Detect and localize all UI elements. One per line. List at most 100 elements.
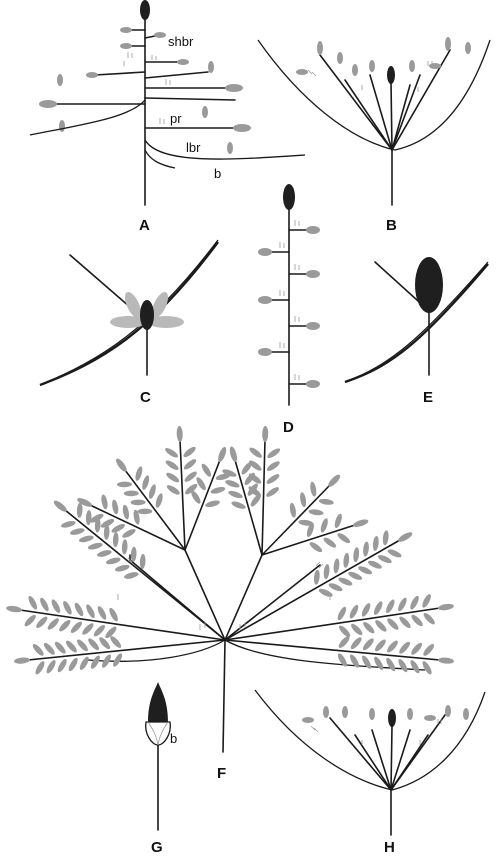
spikelet xyxy=(337,533,351,544)
spikelet xyxy=(338,625,351,637)
spikelet xyxy=(241,462,252,475)
spikelet xyxy=(82,623,94,635)
panel-label-g: G xyxy=(151,839,163,856)
spikelet xyxy=(375,620,387,632)
spikelet xyxy=(111,523,125,533)
label-pr: pr xyxy=(170,111,182,126)
spikelet xyxy=(57,658,67,673)
spikelet xyxy=(289,502,296,518)
spikelet xyxy=(387,640,398,653)
terminal-spikelet xyxy=(262,426,269,442)
terminal-spikelet xyxy=(438,657,454,664)
spikelet xyxy=(363,622,375,634)
spikelet xyxy=(350,637,362,650)
spikelet xyxy=(130,546,137,562)
panel-label-c: C xyxy=(140,389,151,406)
spikelet xyxy=(54,641,66,654)
spikelet xyxy=(423,613,435,625)
spikelet xyxy=(191,490,201,504)
spikelet xyxy=(210,486,226,494)
panel-label-f: F xyxy=(217,765,226,782)
spikelet xyxy=(386,657,396,672)
spikelet xyxy=(61,520,76,528)
spikelet xyxy=(338,577,353,586)
label-shbr: shbr xyxy=(168,34,194,49)
spikelet xyxy=(410,660,420,674)
spikelet xyxy=(411,642,422,655)
spikelet xyxy=(249,460,262,471)
spikelet xyxy=(65,640,77,653)
spikelet xyxy=(63,601,72,615)
terminal-spikelet xyxy=(176,426,183,442)
spikelet xyxy=(398,658,408,673)
spikelet xyxy=(367,560,382,569)
spikelet xyxy=(338,636,350,648)
label-lbr: lbr xyxy=(186,140,201,155)
spikelet xyxy=(183,459,197,470)
panel-e-drawing xyxy=(344,257,489,384)
spikelet xyxy=(411,614,423,627)
spikelet xyxy=(375,639,386,652)
terminal-spikelet xyxy=(77,498,92,507)
panel-label-e: E xyxy=(423,389,433,406)
spikelet xyxy=(117,481,132,488)
spikelet xyxy=(88,638,100,651)
spikelet xyxy=(76,502,83,518)
panel-f-drawing xyxy=(6,426,454,753)
spikelet xyxy=(320,518,328,533)
spikelet xyxy=(124,572,139,579)
spikelet xyxy=(137,508,153,515)
spikelet xyxy=(79,535,94,543)
spikelet xyxy=(337,606,347,621)
spikelet xyxy=(115,564,130,572)
spikelet xyxy=(244,472,255,486)
spikelet xyxy=(422,594,431,608)
spikelet xyxy=(349,604,359,619)
spikelet xyxy=(122,529,136,538)
spikelet xyxy=(121,539,128,555)
spikelet xyxy=(122,504,129,520)
spikelet xyxy=(97,550,112,557)
spikelet xyxy=(46,660,56,674)
spikelet xyxy=(386,599,395,614)
spikelet xyxy=(142,475,150,490)
spikelet xyxy=(399,641,410,654)
spikelet xyxy=(90,655,100,669)
panel-f-spikelets xyxy=(6,426,454,675)
spikelet xyxy=(228,490,243,499)
spikelet xyxy=(36,616,48,629)
spikelet xyxy=(298,519,314,526)
spikelet xyxy=(410,595,419,610)
spikelet xyxy=(112,532,119,548)
spikelet xyxy=(24,614,36,627)
spikelet xyxy=(74,602,84,617)
spikelet xyxy=(348,571,363,580)
spikelet xyxy=(249,447,262,458)
spikelet xyxy=(308,509,324,516)
label-b-panel-a: b xyxy=(214,166,221,181)
terminal-spikelet xyxy=(353,519,369,527)
spikelet xyxy=(85,510,92,526)
spikelet xyxy=(362,655,372,669)
spikelet xyxy=(51,599,61,613)
terminal-spikelet xyxy=(6,605,23,613)
spikelet xyxy=(353,547,360,563)
spikelet xyxy=(399,616,411,628)
spikelet xyxy=(110,636,122,648)
spikelet xyxy=(423,643,435,656)
spikelet xyxy=(79,656,89,670)
spikelet xyxy=(387,618,399,630)
spikelet xyxy=(205,500,220,508)
spikelet xyxy=(361,603,371,617)
spikelet xyxy=(323,537,337,548)
spikelet xyxy=(309,542,323,553)
spikelet xyxy=(90,513,104,523)
spikelet xyxy=(77,639,88,652)
spikelet xyxy=(184,471,197,482)
spikelet xyxy=(318,588,333,597)
spikelet xyxy=(101,494,108,510)
panel-d-drawing xyxy=(258,184,320,406)
spikelet xyxy=(231,501,246,509)
spikelet xyxy=(139,554,146,569)
spikelet xyxy=(166,485,180,495)
